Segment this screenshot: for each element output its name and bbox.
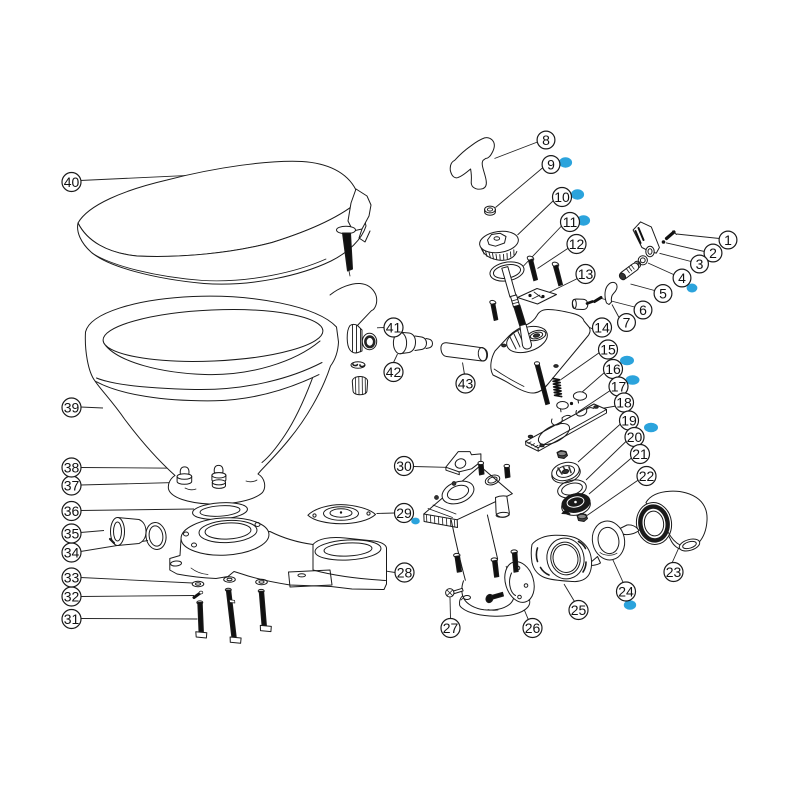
svg-text:40: 40 bbox=[64, 174, 80, 190]
svg-text:11: 11 bbox=[563, 214, 578, 230]
svg-text:3: 3 bbox=[696, 256, 704, 272]
svg-text:16: 16 bbox=[605, 361, 621, 377]
svg-text:9: 9 bbox=[547, 157, 555, 173]
svg-text:32: 32 bbox=[64, 589, 80, 605]
svg-text:25: 25 bbox=[571, 602, 587, 618]
svg-text:7: 7 bbox=[623, 315, 631, 331]
svg-text:22: 22 bbox=[639, 468, 655, 484]
svg-text:34: 34 bbox=[64, 545, 80, 561]
svg-text:33: 33 bbox=[64, 570, 80, 586]
svg-text:10: 10 bbox=[554, 189, 570, 205]
svg-text:17: 17 bbox=[611, 379, 627, 395]
svg-text:4: 4 bbox=[678, 270, 686, 286]
svg-text:26: 26 bbox=[525, 620, 541, 636]
svg-text:20: 20 bbox=[627, 429, 643, 445]
svg-text:41: 41 bbox=[386, 320, 402, 336]
svg-text:30: 30 bbox=[396, 458, 412, 474]
svg-text:19: 19 bbox=[621, 413, 637, 429]
svg-text:42: 42 bbox=[386, 364, 402, 380]
svg-text:18: 18 bbox=[616, 395, 632, 411]
svg-text:1: 1 bbox=[724, 232, 732, 248]
svg-text:31: 31 bbox=[64, 611, 80, 627]
svg-text:12: 12 bbox=[569, 236, 585, 252]
svg-text:13: 13 bbox=[578, 266, 594, 282]
svg-text:6: 6 bbox=[639, 302, 647, 318]
svg-text:5: 5 bbox=[659, 286, 667, 302]
svg-text:27: 27 bbox=[443, 620, 459, 636]
svg-text:29: 29 bbox=[396, 505, 412, 521]
svg-text:35: 35 bbox=[64, 526, 80, 542]
svg-text:8: 8 bbox=[542, 132, 550, 148]
svg-text:15: 15 bbox=[600, 342, 616, 358]
svg-text:24: 24 bbox=[618, 584, 634, 600]
svg-text:37: 37 bbox=[64, 478, 80, 494]
svg-text:38: 38 bbox=[64, 460, 80, 476]
svg-text:23: 23 bbox=[666, 564, 682, 580]
svg-text:28: 28 bbox=[397, 565, 413, 581]
svg-text:43: 43 bbox=[458, 376, 474, 392]
svg-text:36: 36 bbox=[64, 503, 80, 519]
svg-text:14: 14 bbox=[594, 320, 610, 336]
svg-text:2: 2 bbox=[709, 245, 717, 261]
svg-text:39: 39 bbox=[64, 400, 80, 416]
svg-text:21: 21 bbox=[632, 446, 648, 462]
